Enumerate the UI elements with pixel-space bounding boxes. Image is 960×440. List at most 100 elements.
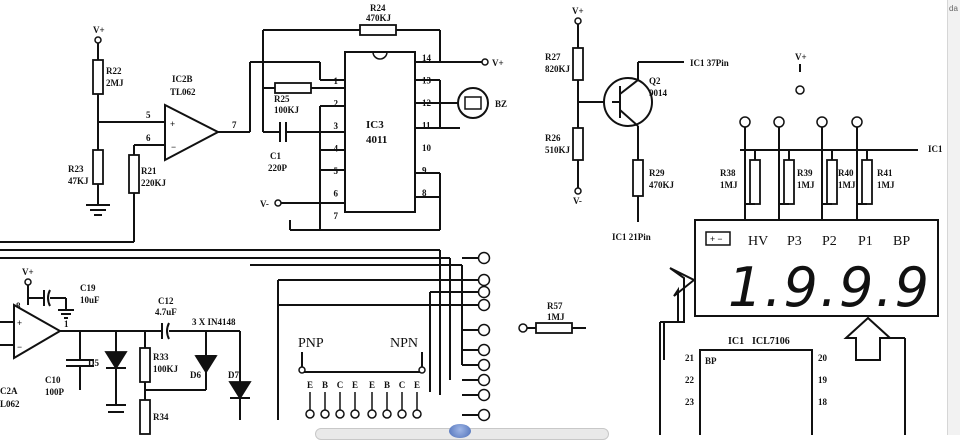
ic3-v-plus-label: V+ (492, 58, 504, 68)
ic2a-name: C2A (0, 386, 18, 396)
ic3-pin-11: 11 (422, 121, 431, 131)
ic1-bp-label: BP (705, 356, 717, 366)
r39-value: 1MJ (797, 180, 815, 190)
r25-value: 100KJ (274, 105, 300, 115)
test-terminal[interactable] (477, 323, 491, 337)
ic3-pin-2: 2 (334, 99, 339, 109)
v-plus-terminal-ic3 (481, 58, 489, 66)
npn-socket-pin-E: E (414, 380, 420, 390)
r29-resistor (632, 159, 644, 197)
r33-resistor (139, 347, 151, 383)
battery-icon (705, 231, 731, 246)
r57-value: 1MJ (547, 312, 565, 322)
r23-name: R23 (68, 164, 84, 174)
svg-text:−: − (17, 342, 22, 352)
c1-name: C1 (270, 151, 281, 161)
socket-hole[interactable] (305, 409, 315, 419)
ic1-21pin-label: IC1 21Pin (612, 232, 651, 242)
ic3-pin-6: 6 (334, 189, 339, 199)
ic2b-plus-sign: + (170, 119, 175, 129)
ic1-part: ICL7106 (752, 336, 790, 347)
r27-name: R27 (545, 52, 561, 62)
r57-name: R57 (547, 301, 563, 311)
ic2a-pin-out: 1 (64, 319, 69, 329)
pnp-socket-pin-E: E (307, 380, 313, 390)
r24-name: R24 (370, 3, 386, 13)
ic2a-section: V+ C19 10uF 8 + − 1 C2A (0, 267, 252, 435)
r40-name: R40 (838, 168, 854, 178)
ic1-edge-label: IC1 (928, 144, 943, 154)
test-terminal[interactable] (477, 285, 491, 299)
d5-diode (104, 351, 128, 370)
d7-diode (228, 381, 252, 400)
bus-lines (0, 241, 491, 422)
socket-hole[interactable] (412, 409, 422, 419)
test-terminal[interactable] (477, 251, 491, 265)
pnp-socket-pin-B: B (322, 380, 328, 390)
ic2b-pin-out: 7 (232, 120, 237, 130)
scrollbar-thumb[interactable] (449, 424, 471, 438)
r33-name: R33 (153, 352, 169, 362)
d6-label: D6 (190, 370, 201, 380)
ic2b-opamp: + − IC2B TL062 6 R21 220KJ 7 (128, 74, 250, 242)
ic3-pin-8: 8 (422, 188, 427, 198)
ic2a-v-plus-label: V+ (22, 267, 34, 277)
test-terminal[interactable] (477, 273, 491, 287)
pnp-socket-pin-C: C (337, 380, 344, 390)
lcd-p3: P3 (787, 234, 802, 249)
socket-hole[interactable] (335, 409, 345, 419)
r57-section: R57 1MJ (518, 301, 586, 334)
test-terminal[interactable] (477, 343, 491, 357)
r23-resistor (92, 149, 104, 185)
c1-value: 220P (268, 163, 288, 173)
test-terminal[interactable] (477, 358, 491, 372)
pnp-label: PNP (298, 336, 324, 351)
ic3-network: R24 470KJ R25 100KJ C1 220P (249, 3, 507, 231)
r38-value: 1MJ (720, 180, 738, 190)
q2-part: 9014 (649, 88, 668, 98)
v-minus-label: V- (260, 199, 269, 209)
ic2b-part: TL062 (170, 87, 196, 97)
lcd-reading: 1.9.9.9 (728, 256, 931, 319)
socket-hole[interactable] (350, 409, 360, 419)
npn-socket-pin-E: E (369, 380, 375, 390)
ic1-pin-18: 18 (818, 397, 828, 407)
test-terminal[interactable] (477, 298, 491, 312)
aux-v-plus-label: V+ (795, 52, 807, 62)
r23-value: 47KJ (68, 176, 89, 186)
q2-section: V+ R27 820KJ R26 510KJ V- (545, 6, 807, 242)
circuit-schematic: V+ R22 2MJ R23 47KJ 5 + − IC2B (0, 3, 943, 440)
socket-hole[interactable] (367, 409, 377, 419)
input-divider: V+ R22 2MJ R23 47KJ 5 (68, 25, 165, 216)
r22-name: R22 (106, 66, 122, 76)
test-terminal[interactable] (477, 408, 491, 422)
r24-value: 470KJ (366, 13, 392, 23)
diodes-label: 3 X IN4148 (192, 317, 236, 327)
test-terminal[interactable] (477, 373, 491, 387)
c10-name: C10 (45, 375, 61, 385)
c19-name: C19 (80, 283, 96, 293)
ic2b-pin-minus: 6 (146, 133, 151, 143)
pnp-socket-pin-E: E (352, 380, 358, 390)
lcd-p2: P2 (822, 234, 837, 249)
test-terminal[interactable] (477, 388, 491, 402)
ic3-part: 4011 (366, 134, 387, 146)
r40-resistor (826, 159, 838, 205)
r39-resistor (783, 159, 795, 205)
c12-name: C12 (158, 296, 174, 306)
socket-hole[interactable] (397, 409, 407, 419)
ic2b-minus-sign: − (171, 142, 176, 152)
q2-v-plus-terminal (574, 17, 582, 25)
r38-name: R38 (720, 168, 736, 178)
q2-name: Q2 (649, 76, 661, 86)
ic3-pin-9: 9 (422, 166, 427, 176)
r26-resistor (572, 127, 584, 161)
buzzer-label: BZ (495, 99, 507, 109)
r29-name: R29 (649, 168, 665, 178)
socket-hole[interactable] (382, 409, 392, 419)
ic1-pin-23: 23 (685, 397, 695, 407)
ic3-pin-4: 4 (334, 144, 339, 154)
socket-hole[interactable] (320, 409, 330, 419)
ic3-pin-3: 3 (334, 121, 339, 131)
r41-name: R41 (877, 168, 893, 178)
